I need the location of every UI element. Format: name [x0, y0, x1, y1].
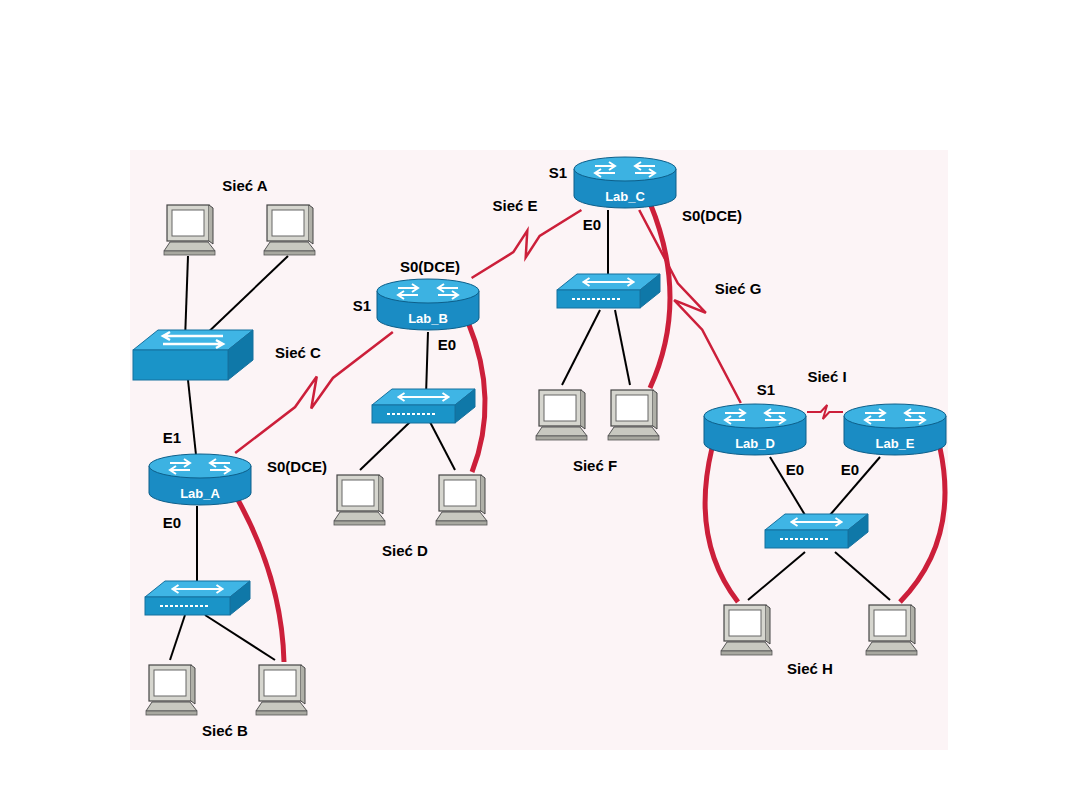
- interface-label: S0(DCE): [680, 207, 744, 224]
- interface-label: E0: [436, 336, 458, 353]
- network-label: Sieć H: [785, 660, 835, 677]
- pc-icon: [436, 475, 487, 525]
- network-label: Sieć C: [273, 344, 323, 361]
- pc-icon: [256, 665, 307, 715]
- router-icon: Lab_E: [843, 403, 947, 457]
- ethernet-wire: [170, 615, 185, 660]
- interface-label: S1: [755, 381, 777, 398]
- network-label: Sieć F: [571, 457, 619, 474]
- router-name: Lab_D: [735, 437, 775, 450]
- interface-label: E1: [161, 429, 183, 446]
- console-cable: [900, 448, 945, 602]
- serial-link: [807, 405, 843, 419]
- panel: [130, 150, 948, 750]
- network-label: Sieć E: [490, 197, 539, 214]
- ethernet-wire: [748, 552, 805, 600]
- switch-icon: [133, 330, 253, 380]
- router-name: Lab_B: [408, 312, 448, 325]
- ethernet-wire: [607, 210, 609, 275]
- serial-link: [639, 210, 741, 403]
- router-icon: Lab_D: [703, 403, 807, 457]
- ethernet-wire: [196, 506, 198, 585]
- hub-icon: [765, 514, 868, 548]
- ethernet-wire: [200, 256, 288, 340]
- interface-label: E0: [784, 461, 806, 478]
- hub-icon: [557, 274, 660, 308]
- network-label: Sieć G: [713, 280, 764, 297]
- router-icon: Lab_A: [148, 453, 252, 507]
- interface-label: S1: [351, 297, 373, 314]
- pc-icon: [721, 605, 772, 655]
- network-label: Sieć A: [220, 177, 269, 194]
- console-cable: [705, 448, 738, 602]
- ethernet-wire: [562, 310, 600, 385]
- pc-icon: [164, 205, 215, 255]
- hub-icon: [372, 389, 475, 423]
- router-name: Lab_E: [875, 437, 914, 450]
- interface-label: S0(DCE): [265, 458, 329, 475]
- ethernet-wire: [188, 380, 196, 455]
- router-icon: Lab_C: [573, 156, 677, 210]
- ethernet-wire: [360, 422, 410, 470]
- router-icon: Lab_B: [376, 278, 480, 332]
- ethernet-wire: [615, 310, 630, 385]
- serial-link: [235, 332, 393, 453]
- ethernet-wire: [185, 256, 188, 340]
- interface-label: E0: [839, 461, 861, 478]
- ethernet-wire: [830, 457, 880, 515]
- router-name: Lab_C: [605, 190, 645, 203]
- ethernet-wire: [426, 332, 428, 395]
- interface-label: S1: [547, 164, 569, 181]
- network-label: Sieć D: [380, 542, 430, 559]
- pc-icon: [146, 665, 197, 715]
- network-label: Sieć B: [200, 722, 250, 739]
- hub-icon: [145, 581, 250, 615]
- interface-label: E0: [581, 216, 603, 233]
- pc-icon: [264, 205, 315, 255]
- network-label: Sieć I: [805, 368, 848, 385]
- interface-label: S0(DCE): [398, 258, 462, 275]
- pc-icon: [536, 390, 587, 440]
- interface-label: E0: [161, 514, 183, 531]
- ethernet-wire: [205, 615, 275, 660]
- pc-icon: [334, 475, 385, 525]
- ethernet-wire: [430, 422, 455, 470]
- pc-icon: [866, 605, 917, 655]
- ethernet-wire: [835, 552, 890, 600]
- router-name: Lab_A: [180, 487, 220, 500]
- serial-link: [472, 210, 582, 278]
- pc-icon: [608, 390, 659, 440]
